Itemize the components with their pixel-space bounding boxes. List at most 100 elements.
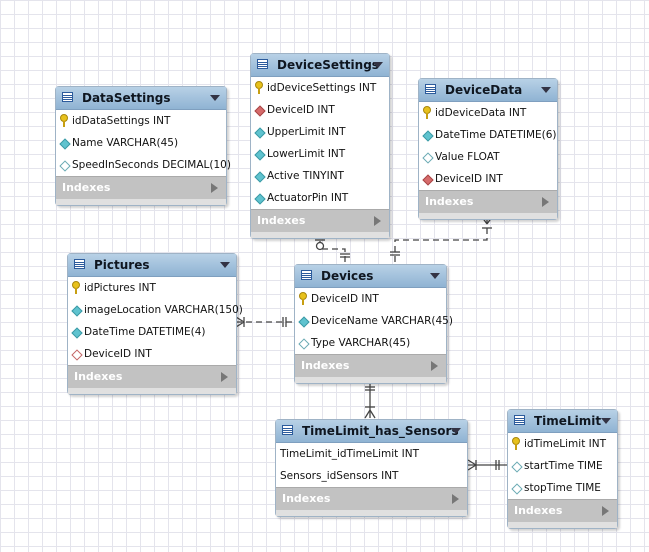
table-header[interactable]: DataSettings: [56, 87, 226, 110]
column-label: imageLocation VARCHAR(150): [84, 304, 243, 316]
column-row[interactable]: Value FLOAT: [419, 146, 557, 168]
column-row[interactable]: DateTime DATETIME(4): [68, 321, 236, 343]
column-row[interactable]: DeviceName VARCHAR(45): [295, 310, 453, 332]
indexes-section[interactable]: Indexes: [508, 499, 617, 522]
column-label: DateTime DATETIME(4): [84, 326, 206, 338]
column-row[interactable]: Type VARCHAR(45): [295, 332, 446, 354]
indexes-section[interactable]: Indexes: [56, 176, 226, 199]
rel-devices-devicedata[interactable]: [394, 217, 488, 262]
not-null-column-icon: [254, 193, 266, 205]
column-label: UpperLimit INT: [267, 126, 346, 138]
column-label: Sensors_idSensors INT: [280, 470, 399, 482]
not-null-column-icon: [71, 305, 83, 317]
table-header[interactable]: Devices: [295, 265, 446, 288]
table-header[interactable]: TimeLimit: [508, 410, 617, 433]
column-label: Active TINYINT: [267, 170, 344, 182]
expand-triangle-icon[interactable]: [431, 361, 438, 371]
column-row[interactable]: idDataSettings INT: [56, 110, 226, 132]
column-row[interactable]: DateTime DATETIME(6): [419, 124, 557, 146]
collapse-arrow-icon[interactable]: [220, 262, 230, 268]
expand-triangle-icon[interactable]: [602, 506, 609, 516]
indexes-label: Indexes: [425, 195, 474, 208]
expand-triangle-icon[interactable]: [211, 183, 218, 193]
nullable-column-icon: [59, 160, 71, 172]
table-icon: [301, 270, 312, 280]
table-timelimit-has-sensors[interactable]: TimeLimit_has_Sensors TimeLimit_idTimeLi…: [275, 419, 468, 517]
column-row[interactable]: idDeviceSettings INT: [251, 77, 389, 99]
collapse-arrow-icon[interactable]: [541, 87, 551, 93]
expand-triangle-icon[interactable]: [452, 494, 459, 504]
column-row[interactable]: idDeviceData INT: [419, 102, 557, 124]
column-row[interactable]: idPictures INT: [68, 277, 236, 299]
indexes-section[interactable]: Indexes: [276, 487, 467, 510]
table-name: Pictures: [94, 258, 150, 272]
column-label: DeviceID INT: [435, 173, 503, 185]
column-row[interactable]: imageLocation VARCHAR(150): [68, 299, 243, 321]
column-row[interactable]: DeviceID INT: [419, 168, 557, 190]
table-name: DeviceSettings: [277, 58, 379, 72]
collapse-arrow-icon[interactable]: [451, 428, 461, 434]
nullable-column-icon: [511, 461, 523, 473]
table-icon: [282, 425, 293, 435]
column-label: idDeviceData INT: [435, 107, 527, 119]
column-label: LowerLimit INT: [267, 148, 346, 160]
table-devicesettings[interactable]: DeviceSettings idDeviceSettings INT Devi…: [250, 53, 390, 239]
column-row[interactable]: idTimeLimit INT: [508, 433, 617, 455]
indexes-section[interactable]: Indexes: [68, 365, 236, 388]
column-label: DeviceID INT: [311, 293, 379, 305]
not-null-column-icon: [254, 127, 266, 139]
table-header[interactable]: Pictures: [68, 254, 236, 277]
column-row[interactable]: TimeLimit_idTimeLimit INT: [276, 443, 467, 465]
nullable-foreign-key-icon: [71, 349, 83, 361]
not-null-column-icon: [254, 171, 266, 183]
primary-key-icon: [60, 114, 68, 127]
indexes-label: Indexes: [62, 181, 111, 194]
expand-triangle-icon[interactable]: [542, 197, 549, 207]
table-icon: [257, 59, 268, 69]
primary-key-icon: [423, 106, 431, 119]
table-icon: [74, 259, 85, 269]
column-row[interactable]: stopTime TIME: [508, 477, 617, 499]
column-row[interactable]: DeviceID INT: [68, 343, 236, 365]
indexes-section[interactable]: Indexes: [251, 209, 389, 232]
table-name: DataSettings: [82, 91, 171, 105]
column-row[interactable]: Active TINYINT: [251, 165, 389, 187]
column-row[interactable]: Name VARCHAR(45): [56, 132, 226, 154]
table-datasettings[interactable]: DataSettings idDataSettings INT Name VAR…: [55, 86, 231, 206]
not-null-column-icon: [422, 130, 434, 142]
column-row[interactable]: ActuatorPin INT: [251, 187, 389, 209]
column-label: startTime TIME: [524, 460, 603, 472]
table-devices[interactable]: Devices DeviceID INT DeviceName VARCHAR(…: [294, 264, 453, 384]
foreign-key-icon: [254, 105, 266, 117]
primary-key-icon: [255, 81, 263, 94]
table-pictures[interactable]: Pictures idPictures INT imageLocation VA…: [67, 253, 243, 395]
column-label: Name VARCHAR(45): [72, 137, 179, 149]
column-label: DeviceID INT: [84, 348, 152, 360]
indexes-section[interactable]: Indexes: [419, 190, 557, 213]
collapse-arrow-icon[interactable]: [210, 95, 220, 101]
table-name: TimeLimit_has_Sensors: [302, 424, 459, 438]
not-null-column-icon: [298, 316, 310, 328]
column-label: Type VARCHAR(45): [311, 337, 411, 349]
table-timelimit[interactable]: TimeLimit idTimeLimit INT startTime TIME…: [507, 409, 618, 529]
collapse-arrow-icon[interactable]: [601, 418, 611, 424]
column-row[interactable]: DeviceID INT: [295, 288, 446, 310]
indexes-section[interactable]: Indexes: [295, 354, 446, 377]
expand-triangle-icon[interactable]: [374, 216, 381, 226]
table-header[interactable]: DeviceData: [419, 79, 557, 102]
column-label: idTimeLimit INT: [524, 438, 607, 450]
column-row[interactable]: UpperLimit INT: [251, 121, 389, 143]
collapse-arrow-icon[interactable]: [430, 273, 440, 279]
column-row[interactable]: LowerLimit INT: [251, 143, 389, 165]
table-devicedata[interactable]: DeviceData idDeviceData INT DateTime DAT…: [418, 78, 558, 220]
column-row[interactable]: startTime TIME: [508, 455, 617, 477]
column-row[interactable]: SpeedInSeconds DECIMAL(10): [56, 154, 231, 176]
column-row[interactable]: DeviceID INT: [251, 99, 389, 121]
column-row[interactable]: Sensors_idSensors INT: [276, 465, 467, 487]
expand-triangle-icon[interactable]: [221, 372, 228, 382]
table-header[interactable]: TimeLimit_has_Sensors: [276, 420, 467, 443]
collapse-arrow-icon[interactable]: [373, 62, 383, 68]
column-label: idDeviceSettings INT: [267, 82, 377, 94]
nullable-column-icon: [298, 338, 310, 350]
table-header[interactable]: DeviceSettings: [251, 54, 389, 77]
